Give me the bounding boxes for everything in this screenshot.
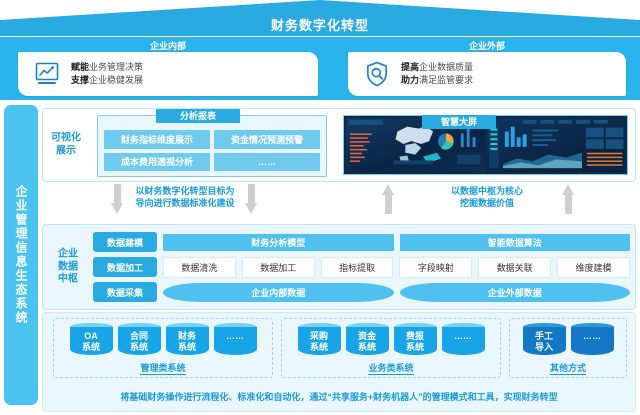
dashboard-screenshot-icon[interactable]: 智慧大屏 — [343, 115, 628, 175]
up-arrow-caption: 以数据中枢为核心 挖掘数据价值 — [450, 186, 523, 209]
hub-row-key[interactable]: 数据建模 — [93, 232, 157, 252]
system-cylinder[interactable]: …… — [213, 323, 257, 359]
top-card-external-line-2: 助力满足监管要求 — [401, 75, 474, 85]
visualization-section: 可视化 展示 分析报表 财务指标维度展示 资金情况预测预警 成本费用透视分析 …… — [42, 108, 636, 182]
hub-cell[interactable]: 智能数据算法 — [399, 233, 630, 251]
hub-cell[interactable]: 指标提取 — [320, 256, 394, 278]
hub-cell[interactable]: 数据关联 — [478, 256, 552, 278]
visualization-label: 可视化 展示 — [51, 132, 81, 157]
top-card-external-label: 企业外部 — [468, 41, 505, 53]
hub-cell[interactable]: 数据加工 — [241, 256, 315, 278]
top-card-external-line-1: 提高企业数据质量 — [401, 61, 474, 72]
system-cylinder[interactable]: 手工 导入 — [522, 323, 566, 359]
ecosystem-spine: 企业管理信息生态系统 — [4, 105, 38, 405]
up-arrow-left — [382, 184, 395, 214]
report-cell[interactable]: 财务指标维度展示 — [104, 130, 210, 149]
system-cylinder[interactable]: 采购 系统 — [297, 323, 341, 359]
top-card-internal[interactable]: 企业内部 赋能业务管理决策 支撑企业稳健发展 — [18, 37, 318, 100]
top-band: 企业内部 赋能业务管理决策 支撑企业稳健发展 企业外部 — [0, 37, 640, 100]
dashboard-left-panel — [346, 118, 485, 172]
up-arrow-right — [562, 184, 575, 214]
analysis-report-title: 分析报表 — [156, 109, 240, 123]
data-hub-section: 企业 数据 中枢 数据建模 财务分析模型 智能数据算法 数据加工 数据清洗 数据… — [42, 224, 636, 310]
system-group-management: OA 系统 合同 系统 财务 系统 …… 管理类系统 — [53, 318, 273, 378]
top-card-internal-line-1: 赋能业务管理决策 — [71, 61, 144, 72]
top-card-external[interactable]: 企业外部 提高企业数据质量 助力满足监管要求 — [348, 37, 626, 100]
system-group-other: 手工 导入 …… 其他方式 — [509, 318, 627, 378]
ecosystem-spine-label: 企业管理信息生态系统 — [14, 185, 28, 325]
report-cell[interactable]: …… — [214, 152, 320, 171]
report-cell[interactable]: 成本费用透视分析 — [104, 152, 210, 171]
system-cylinder[interactable]: …… — [570, 323, 614, 359]
hub-cell[interactable]: 企业内部数据 — [163, 282, 394, 302]
hub-row-modeling: 数据建模 财务分析模型 智能数据算法 — [93, 231, 630, 253]
system-group-name: 管理类系统 — [140, 363, 186, 375]
arrow-zone: 以财务数字化转型目标为 导向进行数据标准化建设 以数据中枢为核心 挖掘数据价值 — [42, 182, 634, 222]
roof-title: 财务数字化转型 — [270, 18, 369, 33]
source-systems-section: OA 系统 合同 系统 财务 系统 …… 管理类系统 采购 系统 资金 系统 费… — [42, 312, 636, 412]
hub-row-key[interactable]: 数据加工 — [93, 257, 157, 277]
system-cylinder[interactable]: …… — [441, 323, 485, 359]
down-arrow-right — [245, 184, 258, 214]
hub-cell[interactable]: 字段映射 — [399, 256, 473, 278]
system-cylinder[interactable]: 费报 系统 — [393, 323, 437, 359]
report-cell[interactable]: 资金情况预测预警 — [214, 130, 320, 149]
hub-cell[interactable]: 数据清洗 — [163, 256, 236, 278]
system-group-name: 其他方式 — [549, 363, 586, 375]
base-caption: 将基础财务操作进行流程化、标准化和自动化，通过“共享服务+财务机器人”的管理模式… — [120, 392, 558, 402]
hub-row-key[interactable]: 数据采集 — [93, 282, 157, 302]
system-cylinder[interactable]: 合同 系统 — [117, 323, 161, 359]
shield-magnifier-icon — [360, 61, 394, 87]
system-cylinder[interactable]: OA 系统 — [69, 323, 113, 359]
hub-cell[interactable]: 财务分析模型 — [163, 233, 394, 251]
system-group-business: 采购 系统 资金 系统 费报 系统 …… 业务类系统 — [281, 318, 501, 378]
smart-screen-title: 智慧大屏 — [422, 115, 496, 129]
hub-row-processing: 数据加工 数据清洗 数据加工 指标提取 字段映射 数据关联 维度建模 — [93, 256, 630, 278]
system-cylinder[interactable]: 财务 系统 — [165, 323, 209, 359]
line-chart-monitor-icon — [30, 62, 64, 86]
hub-cell[interactable]: 维度建模 — [557, 256, 630, 278]
down-arrow-left — [111, 184, 124, 214]
hub-row-collection: 数据采集 企业内部数据 企业外部数据 — [93, 281, 630, 303]
top-card-internal-line-2: 支撑企业稳健发展 — [71, 75, 144, 85]
top-card-internal-label: 企业内部 — [149, 41, 186, 53]
system-cylinder[interactable]: 资金 系统 — [345, 323, 389, 359]
system-group-name: 业务类系统 — [368, 363, 414, 375]
down-arrow-caption: 以财务数字化转型目标为 导向进行数据标准化建设 — [135, 186, 235, 209]
analysis-report-panel[interactable]: 分析报表 财务指标维度展示 资金情况预测预警 成本费用透视分析 …… — [97, 109, 327, 177]
hub-cell[interactable]: 企业外部数据 — [399, 282, 630, 302]
dashboard-right-panel — [486, 118, 625, 172]
data-hub-label: 企业 数据 中枢 — [58, 248, 78, 285]
